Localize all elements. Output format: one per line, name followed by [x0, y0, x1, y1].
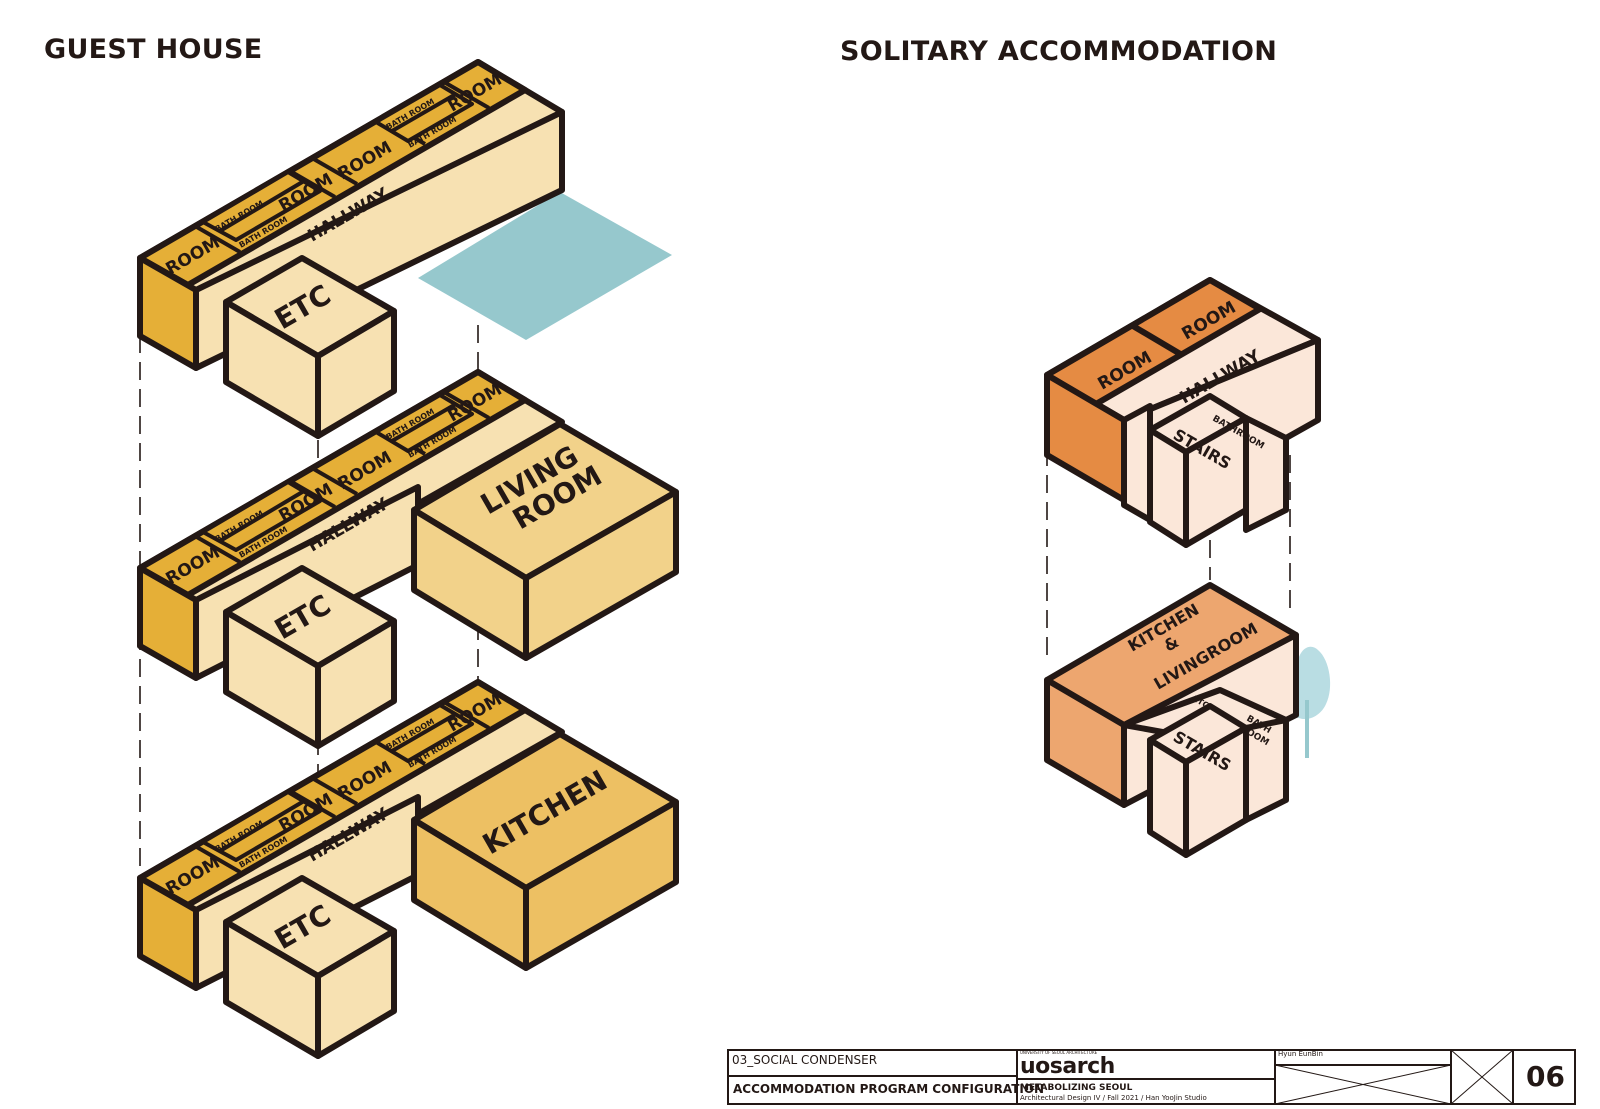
- guest-house-floor-top: ROOM ROOM ROOM ROOM BATH ROOM BATH ROOM …: [137, 59, 565, 439]
- solitary-floor-lower: KITCHEN & LIVINGROOM ETC BATH ROOM STAIR…: [1044, 582, 1299, 858]
- uosarch-logo: uosarch: [1020, 1054, 1115, 1079]
- page-number: 06: [1526, 1060, 1565, 1093]
- guest-house-title: GUEST HOUSE: [44, 34, 263, 65]
- project-name: METABOLIZING SEOUL: [1020, 1083, 1133, 1093]
- author-name: Hyun EunBin: [1278, 1050, 1323, 1058]
- guest-house-floor-middle: ROOM ROOM ROOM ROOM BATH ROOM BATH ROOM …: [137, 369, 679, 749]
- solitary-floor-upper: ROOM ROOM HALLWAY BATHROOM STAIRS: [1044, 277, 1321, 548]
- sheet-title: ACCOMMODATION PROGRAM CONFIGURATION: [733, 1082, 1045, 1096]
- course-info: Architectural Design IV / Fall 2021 / Ha…: [1020, 1094, 1207, 1102]
- water-plane: [418, 192, 672, 340]
- divider: [1016, 1078, 1276, 1080]
- logo-subtitle: UNIVERSITY OF SEOUL ARCHITECTURE: [1020, 1050, 1098, 1055]
- page-number-cell: [1512, 1049, 1576, 1105]
- solitary-alignment-lines: [1046, 448, 1291, 660]
- solitary-accommodation-title: SOLITARY ACCOMMODATION: [840, 36, 1278, 67]
- guest-house-floor-bottom: ROOM ROOM ROOM ROOM BATH ROOM BATH ROOM …: [137, 679, 679, 1059]
- author-signature-box: [1274, 1064, 1452, 1105]
- chapter-text: 03_SOCIAL CONDENSER: [732, 1053, 878, 1067]
- empty-box: [1450, 1049, 1514, 1105]
